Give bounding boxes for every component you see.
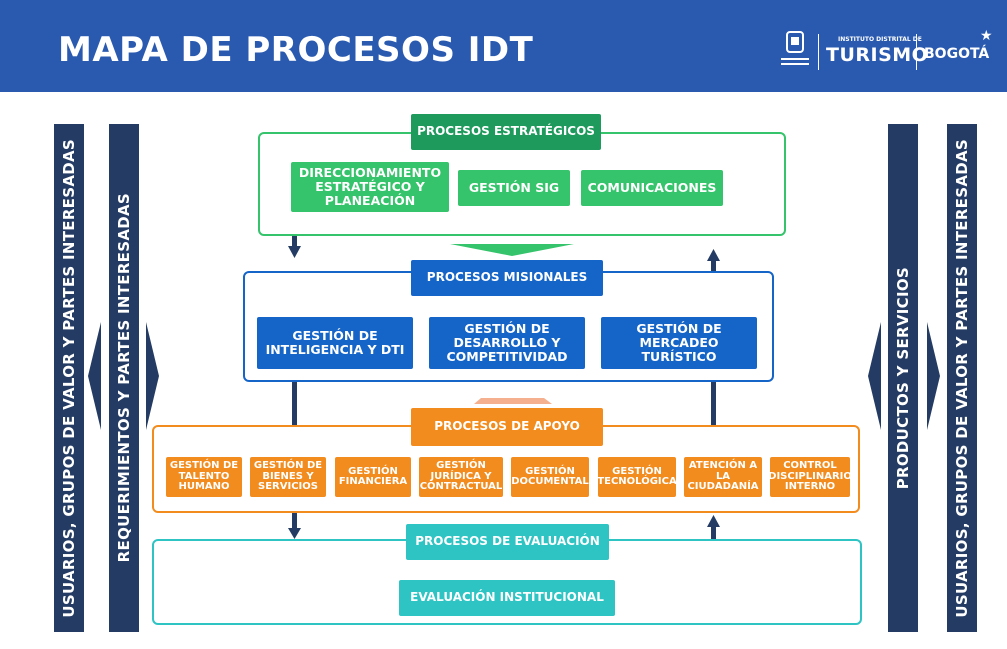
apoyo-item: GESTIÓN JURÍDICA Y CONTRACTUAL (419, 457, 503, 497)
apoyo-item: GESTIÓN TECNOLÓGICA (597, 457, 677, 497)
side-bar-far-right: USUARIOS, GRUPOS DE VALOR Y PARTES INTER… (947, 124, 977, 632)
chevron-left-icon (88, 322, 101, 430)
arrow-down-icon (288, 528, 301, 539)
evaluacion-item: EVALUACIÓN INSTITUCIONAL (399, 580, 615, 616)
misional-item: GESTIÓN DE INTELIGENCIA Y DTI (257, 317, 413, 369)
apoyo-item: ATENCIÓN A LA CIUDADANÍA (684, 457, 762, 497)
alcaldia-logo (778, 30, 812, 70)
header-banner: MAPA DE PROCESOS IDT INSTITUTO DISTRITAL… (0, 0, 1007, 92)
apoyo-item: GESTIÓN FINANCIERA (335, 457, 411, 497)
apoyo-title: PROCESOS DE APOYO (411, 408, 603, 446)
header-divider (916, 34, 917, 70)
estrategico-item: COMUNICACIONES (581, 170, 723, 206)
side-bar-right: PRODUCTOS Y SERVICIOS (888, 124, 918, 632)
misional-item: GESTIÓN DE DESARROLLO Y COMPETITIVIDAD (429, 317, 585, 369)
estrategico-item: GESTIÓN SIG (458, 170, 570, 206)
chevron-right-icon (927, 322, 940, 430)
header-divider (818, 34, 819, 70)
arrow-up-icon (707, 249, 720, 261)
estrategico-item: DIRECCIONAMIENTO ESTRATÉGICO Y PLANEACIÓ… (291, 162, 449, 212)
star-icon: ★ (980, 28, 993, 44)
arrow-up-icon (707, 515, 720, 527)
apoyo-item: GESTIÓN DE BIENES Y SERVICIOS (250, 457, 326, 497)
turismo-logo: INSTITUTO DISTRITAL DE TURISMO (826, 36, 928, 72)
funnel-up-icon (474, 398, 552, 404)
bogota-logo: BOGOTÁ (924, 46, 990, 62)
estrategicos-title: PROCESOS ESTRATÉGICOS (411, 114, 601, 150)
chevron-left-icon (868, 322, 881, 430)
apoyo-item: GESTIÓN DOCUMENTAL (511, 457, 589, 497)
chevron-right-icon (146, 322, 159, 430)
page-title: MAPA DE PROCESOS IDT (58, 30, 534, 70)
logo-turismo-text: TURISMO (826, 44, 929, 66)
logo-institute-text: INSTITUTO DISTRITAL DE (838, 36, 922, 43)
funnel-down-icon (450, 244, 574, 256)
apoyo-item: CONTROL DISCIPLINARIO INTERNO (768, 457, 852, 497)
side-bar-far-left: USUARIOS, GRUPOS DE VALOR Y PARTES INTER… (54, 124, 84, 632)
misional-item: GESTIÓN DE MERCADEO TURÍSTICO (601, 317, 757, 369)
side-bar-left: REQUERIMIENTOS Y PARTES INTERESADAS (109, 124, 139, 632)
apoyo-item: GESTIÓN DE TALENTO HUMANO (166, 457, 242, 497)
misionales-title: PROCESOS MISIONALES (411, 260, 603, 296)
arrow-down-icon (288, 246, 301, 258)
evaluacion-title: PROCESOS DE EVALUACIÓN (406, 524, 609, 560)
